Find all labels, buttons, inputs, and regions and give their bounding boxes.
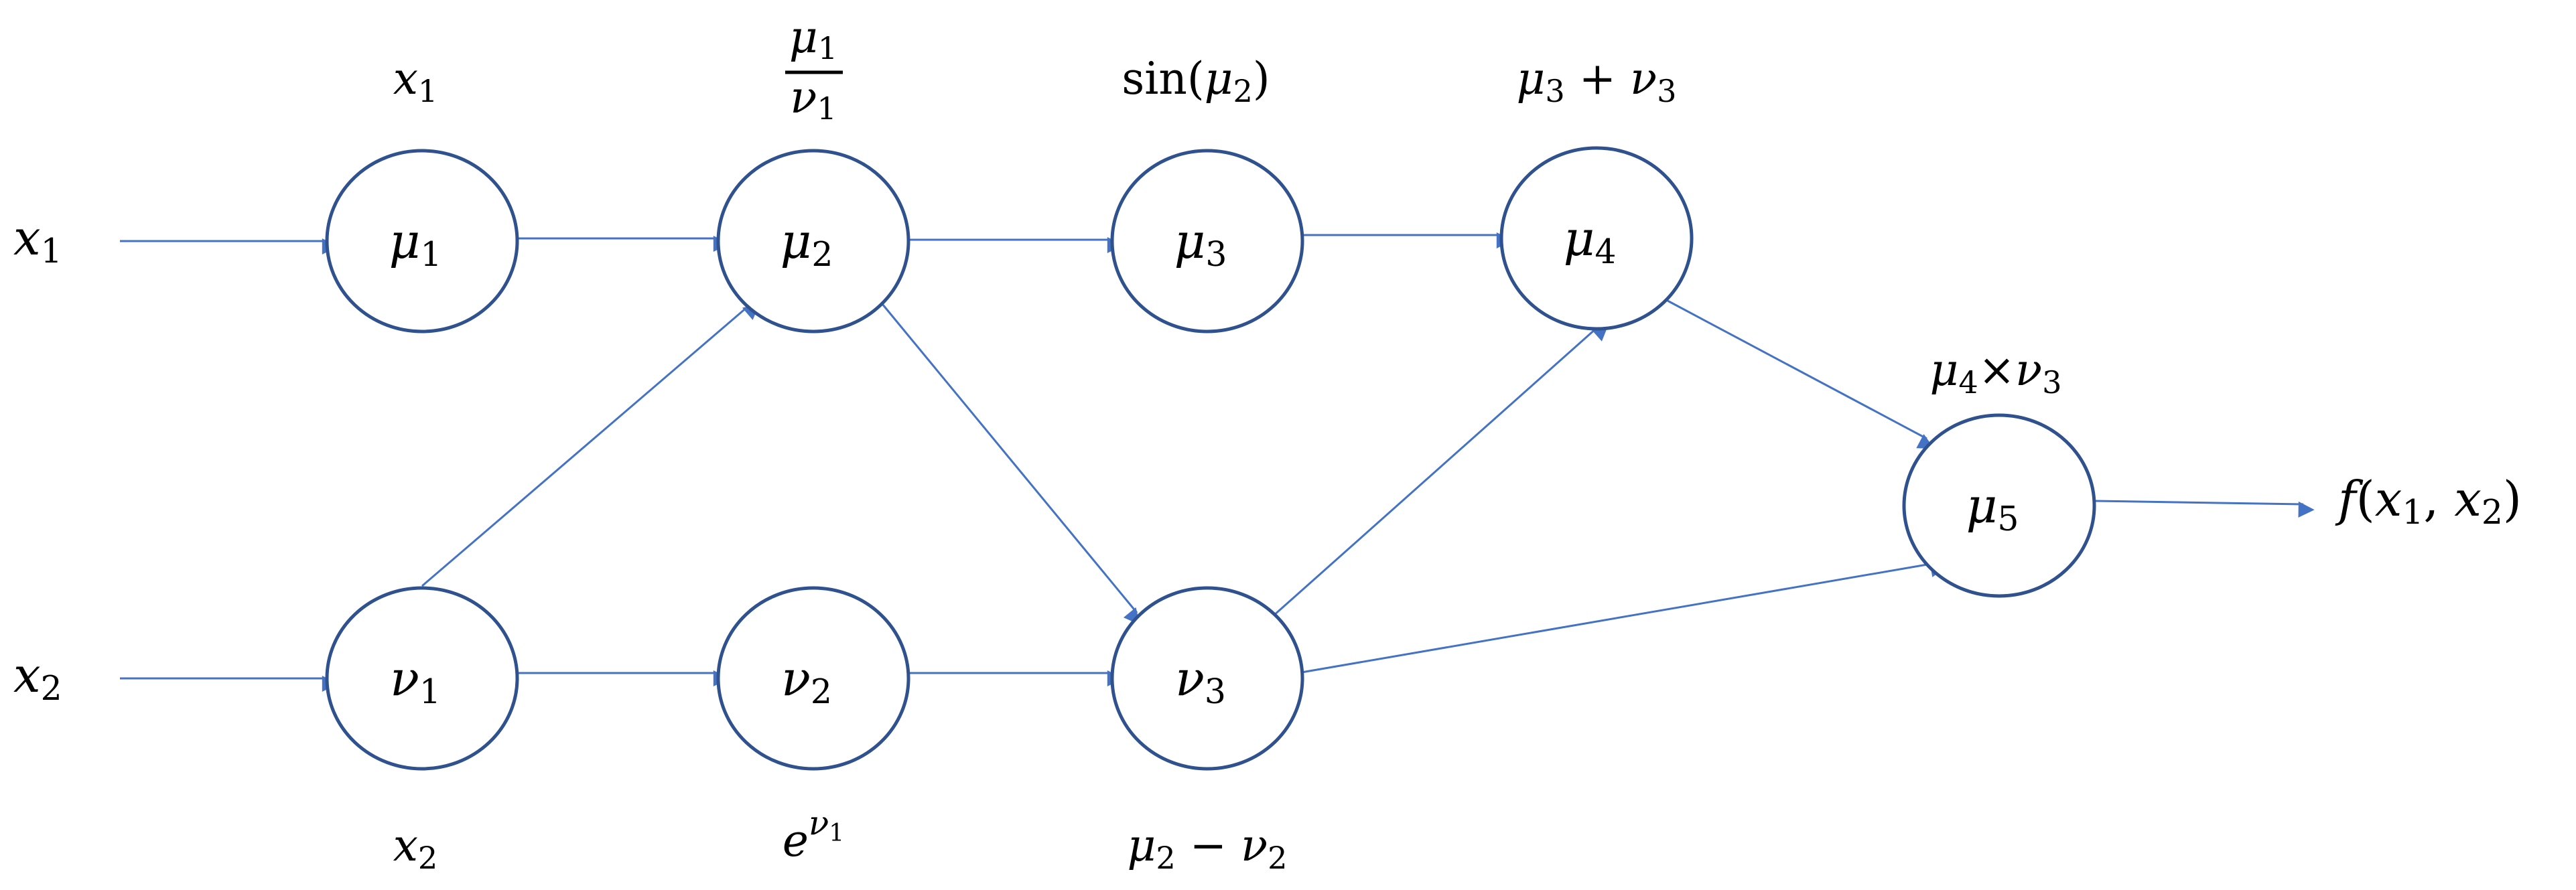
svg-text:ν2: ν2 xyxy=(781,650,832,711)
input-x2: x2 xyxy=(13,647,62,708)
edges xyxy=(120,232,2315,692)
svg-text:μ1: μ1 xyxy=(789,11,837,66)
node-mu3: μ3 xyxy=(1110,149,1304,333)
input-x1: x1 xyxy=(13,210,62,271)
node-mu5: μ5 xyxy=(1902,413,2096,598)
svg-text:μ3: μ3 xyxy=(1174,213,1227,274)
edge-nu3-mu4 xyxy=(1272,324,1609,617)
output-label: f(x1, x2) xyxy=(2335,471,2522,532)
node-mu2: μ2 xyxy=(716,149,910,333)
edge-mu4-mu5 xyxy=(1667,299,1935,449)
annotation-mu4: μ3 + ν3 xyxy=(1516,53,1676,109)
node-nu1: ν1 xyxy=(325,586,519,771)
svg-text:μ4: μ4 xyxy=(1564,210,1617,271)
annotation-nu3: μ2 − ν2 xyxy=(1127,820,1287,876)
svg-text:ν1: ν1 xyxy=(790,72,837,127)
annotation-mu2: μ1 ν1 xyxy=(785,11,843,127)
annotation-nu1: x2 xyxy=(393,820,438,876)
annotation-mu3: sin(μ2) xyxy=(1122,53,1270,109)
svg-text:μ1: μ1 xyxy=(389,213,442,274)
svg-text:μ2: μ2 xyxy=(781,213,833,274)
edge-mu5-output xyxy=(2094,500,2315,518)
node-nu2: ν2 xyxy=(716,586,910,771)
node-mu1: μ1 xyxy=(325,149,519,333)
svg-text:μ5: μ5 xyxy=(1966,477,2019,538)
edge-nu3-mu5 xyxy=(1297,561,1947,674)
node-mu4: μ4 xyxy=(1499,146,1694,331)
edge-nu1-mu2 xyxy=(421,303,760,587)
edge-mu2-nu3 xyxy=(881,303,1140,625)
nodes: μ1 μ2 μ3 μ4 μ5 ν1 ν2 ν3 xyxy=(325,146,2096,771)
annotation-nu2: eν1 xyxy=(783,804,844,867)
svg-text:ν1: ν1 xyxy=(390,650,441,711)
annotation-mu5: μ4×ν3 xyxy=(1929,344,2061,400)
annotation-mu1: x1 xyxy=(393,53,438,109)
svg-text:ν3: ν3 xyxy=(1175,650,1226,711)
node-nu3: ν3 xyxy=(1110,586,1304,771)
